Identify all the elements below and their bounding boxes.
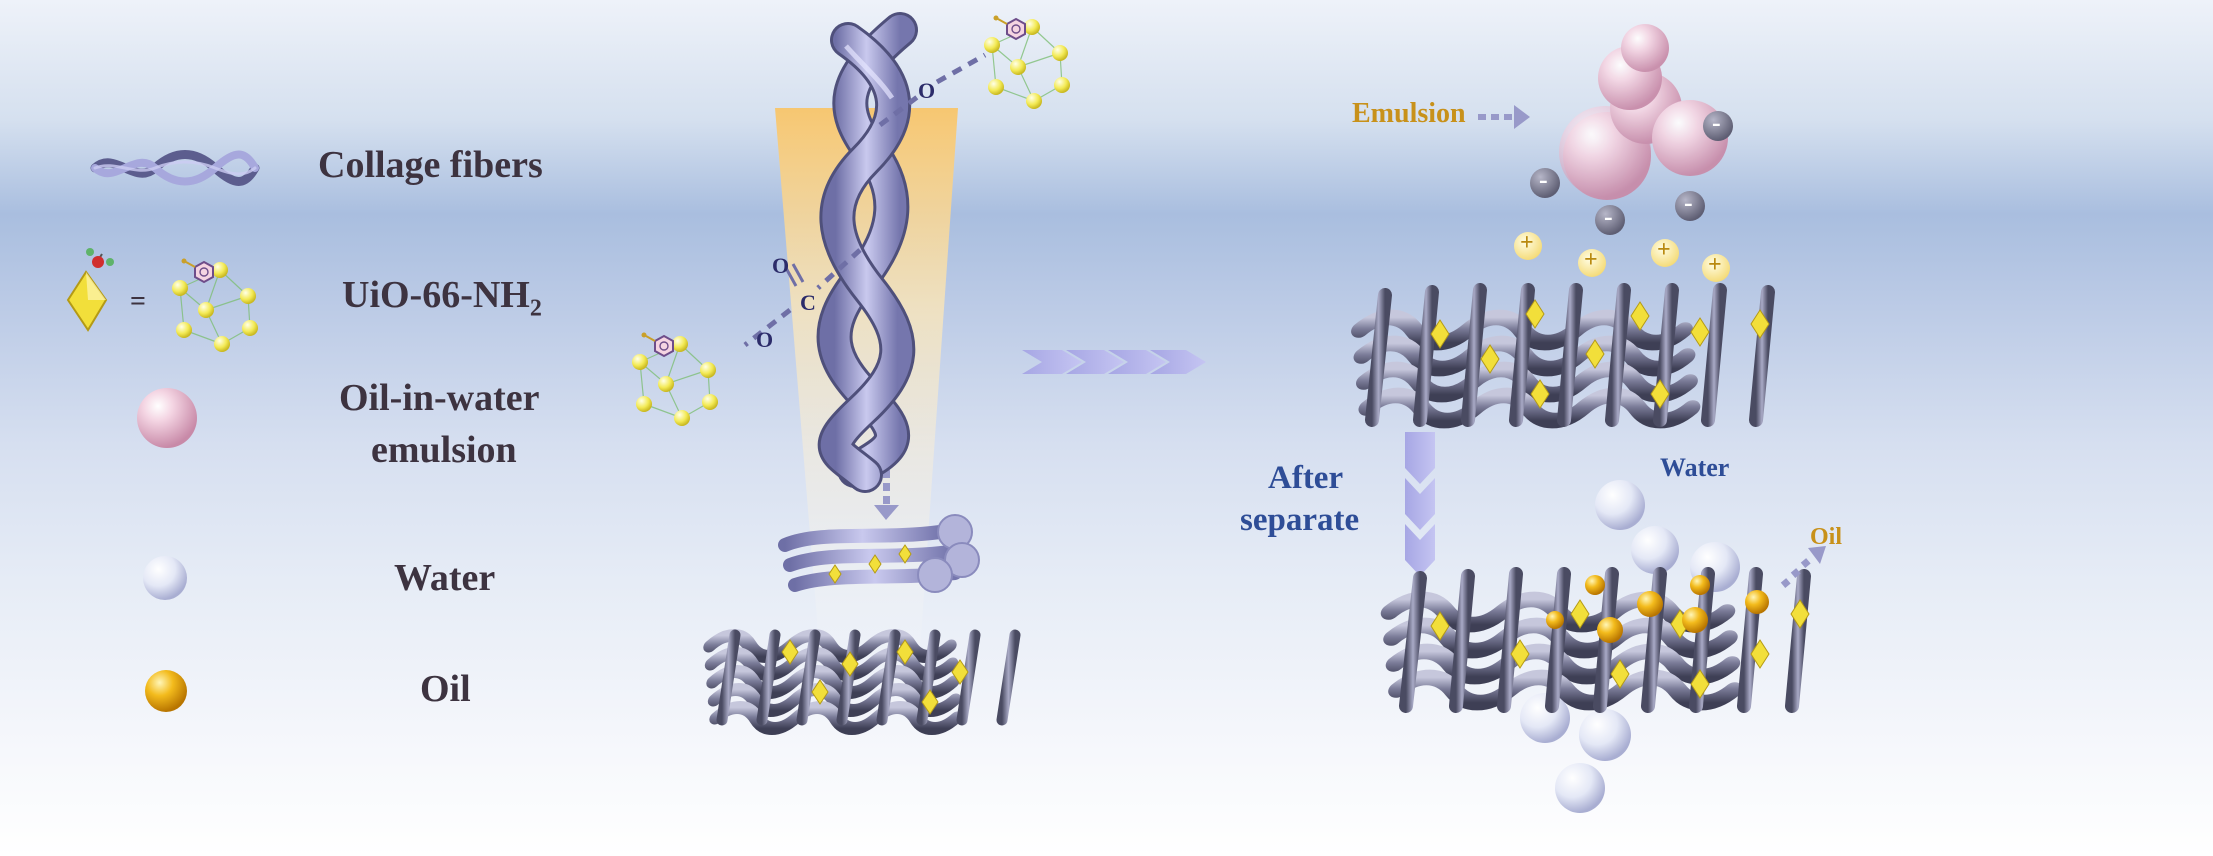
legend-oil-label: Oil xyxy=(420,668,471,710)
legend-uio-text: UiO-66-NH xyxy=(342,274,530,316)
mof-cluster-top xyxy=(983,14,1071,110)
minus-sign-3: - xyxy=(1604,202,1613,231)
legend-emulsion-label-line2: emulsion xyxy=(371,429,517,471)
positive-charges xyxy=(1514,232,1730,282)
collagen-fiber-icon xyxy=(90,150,260,186)
emulsion-arrow xyxy=(1478,105,1530,129)
captured-oil xyxy=(1546,575,1769,643)
bond-top xyxy=(878,52,987,127)
legend-uio-subscript: 2 xyxy=(529,295,542,322)
atom-o-carbonyl: O xyxy=(772,253,790,278)
lower-fabric xyxy=(1371,567,1811,713)
twisted-collagen-fiber xyxy=(816,12,918,493)
plus-sign-1: + xyxy=(1520,230,1534,256)
chevron-arrow-right xyxy=(1022,350,1206,374)
legend-collagen-label: Collage fibers xyxy=(318,144,543,186)
water-drop-icon xyxy=(143,556,187,600)
plus-sign-4: + xyxy=(1708,252,1722,278)
after-separate-label-line2: separate xyxy=(1240,502,1360,538)
minus-sign-1: - xyxy=(1712,108,1721,137)
down-chevrons xyxy=(1405,432,1435,576)
plus-sign-2: + xyxy=(1584,247,1598,273)
oil-drop-icon xyxy=(145,670,187,712)
emulsion-drop-icon xyxy=(137,388,197,448)
uio-cluster-icon xyxy=(171,257,259,353)
minus-sign-4: - xyxy=(1684,188,1693,217)
legend-equals-sign: = xyxy=(130,286,146,317)
atom-o-lower: O xyxy=(756,327,774,352)
uio-crystal-icon xyxy=(66,248,114,332)
emulsion-label: Emulsion xyxy=(1352,98,1466,129)
mof-cluster-left xyxy=(631,331,719,427)
bond-left xyxy=(743,248,862,347)
minus-sign-2: - xyxy=(1539,165,1548,194)
negative-charges xyxy=(1530,111,1733,235)
legend-emulsion-label-line1: Oil-in-water xyxy=(339,377,540,419)
legend-uio-label: UiO-66-NH2 xyxy=(342,273,542,323)
atom-c: C xyxy=(800,290,816,315)
center-fabric xyxy=(689,635,1021,729)
after-separate-label-line1: After xyxy=(1268,460,1344,496)
plus-sign-3: + xyxy=(1657,237,1671,263)
upper-fabric xyxy=(1341,283,1775,421)
down-arrow-center xyxy=(874,470,899,520)
emulsion-droplets xyxy=(1559,24,1728,200)
oil-flow-label: Oil xyxy=(1810,524,1843,550)
legend-water-label: Water xyxy=(394,557,496,599)
atom-o-top: O xyxy=(918,78,936,103)
fiber-bundle xyxy=(778,514,980,593)
oil-arrow xyxy=(1780,546,1826,588)
water-flow-label: Water xyxy=(1660,453,1730,482)
